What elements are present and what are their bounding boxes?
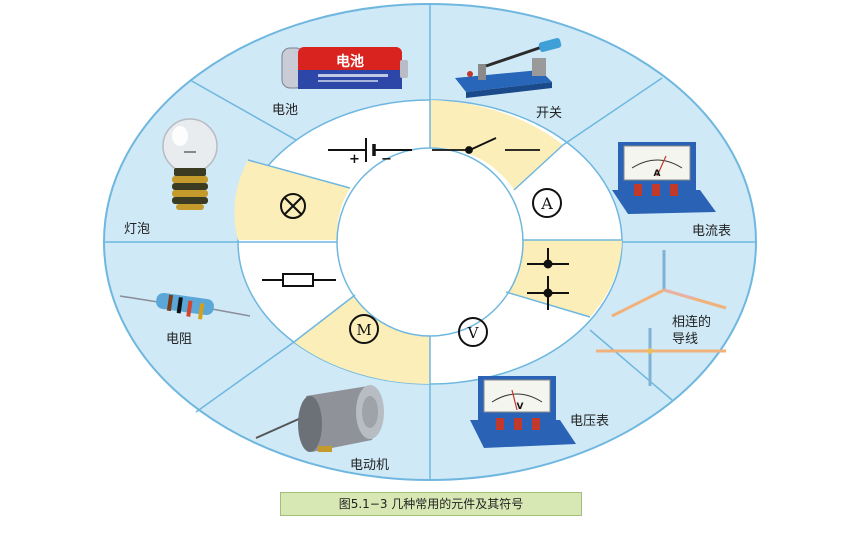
junction-symbol-t xyxy=(527,248,569,269)
voltmeter-photo-letter: V xyxy=(517,402,524,412)
label-connected-wires: 相连的 导线 xyxy=(672,314,711,348)
dividers xyxy=(104,4,756,480)
sector-motor xyxy=(294,295,430,384)
voltmeter-illustration: V xyxy=(470,376,576,448)
voltmeter-symbol xyxy=(458,317,488,347)
ammeter-symbol-letter: A xyxy=(540,194,553,213)
sector-junctions xyxy=(506,240,622,317)
ammeter-photo-letter: A xyxy=(654,169,661,179)
label-switch: 开关 xyxy=(536,106,563,121)
resistor-illustration xyxy=(119,292,251,320)
sector-bulb xyxy=(234,160,350,240)
label-voltmeter: 电压表 xyxy=(570,414,610,429)
resistor-symbol xyxy=(262,273,336,287)
motor-symbol xyxy=(349,314,379,344)
wires-illustration xyxy=(596,250,727,386)
label-connected-wires-line1: 相连的 xyxy=(672,315,712,330)
ammeter-symbol xyxy=(532,188,562,218)
switch-illustration xyxy=(455,37,562,98)
motor-illustration xyxy=(255,385,384,452)
label-battery: 电池 xyxy=(272,103,299,118)
battery-brand-text: 电池 xyxy=(336,53,364,70)
label-motor: 电动机 xyxy=(350,458,390,473)
figure-caption: 图5.1−3 几种常用的元件及其符号 xyxy=(280,492,582,516)
battery-plus: + xyxy=(349,152,360,167)
label-resistor: 电阻 xyxy=(166,332,193,347)
ammeter-illustration: A xyxy=(612,142,716,214)
motor-symbol-letter: M xyxy=(356,321,371,339)
label-ammeter: 电流表 xyxy=(692,224,732,239)
battery-minus: − xyxy=(381,152,392,167)
center-hole xyxy=(336,147,524,337)
junction-symbol-cross xyxy=(527,276,569,310)
lamp-symbol xyxy=(280,193,306,219)
label-bulb: 灯泡 xyxy=(124,222,151,237)
sector-switch xyxy=(430,100,563,190)
switch-symbol xyxy=(432,137,540,154)
bulb-illustration xyxy=(162,118,218,210)
label-connected-wires-line2: 导线 xyxy=(672,332,699,347)
battery-symbol xyxy=(328,138,412,162)
voltmeter-symbol-letter: V xyxy=(467,324,480,342)
battery-illustration: 电池 xyxy=(281,47,408,89)
